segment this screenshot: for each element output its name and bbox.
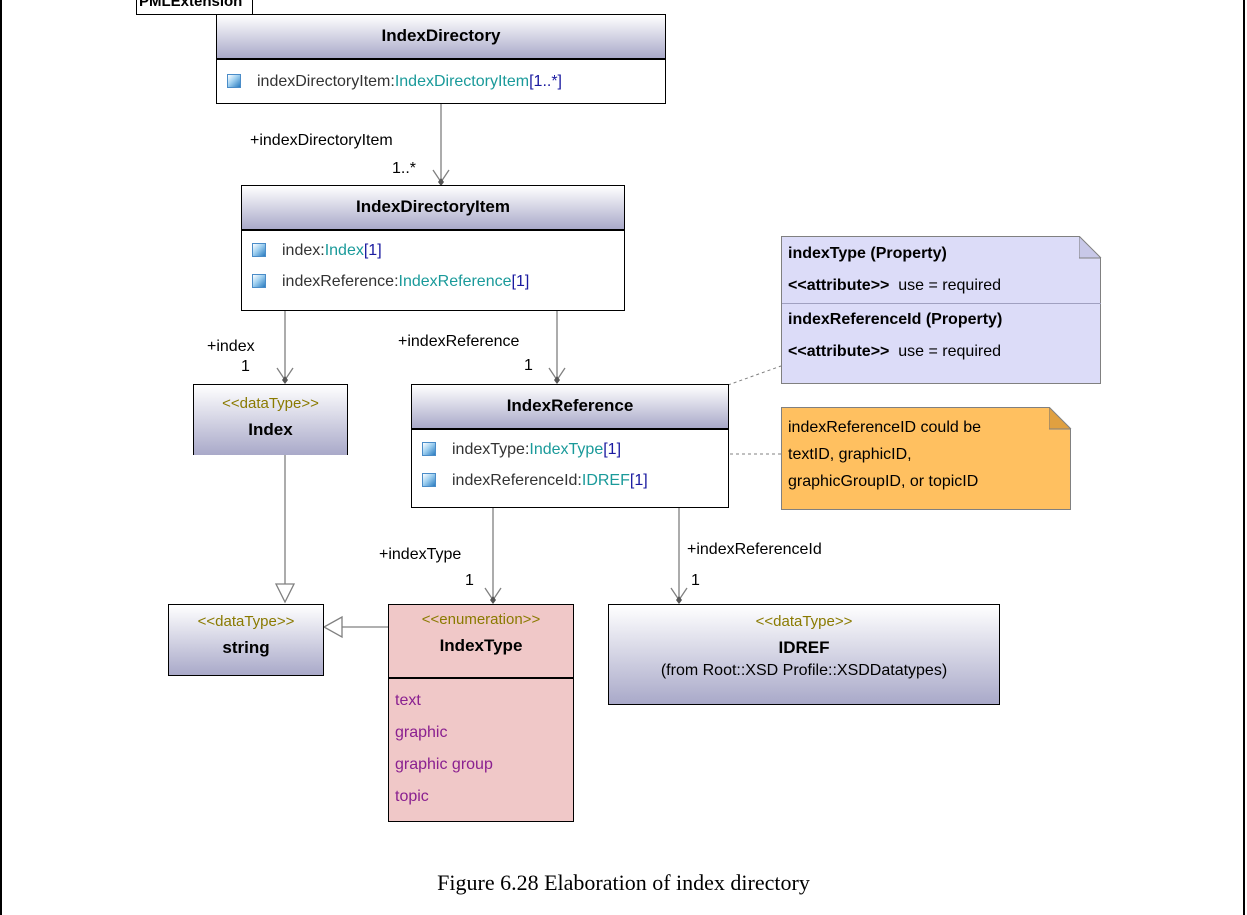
triangle-type-string [322, 615, 343, 639]
note-row2-title: indexReferenceId (Property) [788, 311, 1003, 328]
attribute-icon [252, 243, 266, 257]
class-index-directory[interactable]: IndexDirectory indexDirectoryItem:IndexD… [216, 14, 666, 104]
note-line: indexReferenceID could be [788, 419, 982, 436]
attr-mult: [1] [363, 242, 382, 259]
note-row2-value: use = required [898, 343, 1001, 360]
role-label: +indexDirectoryItem [250, 132, 393, 149]
multiplicity-label: 1 [691, 572, 700, 589]
class-header: <<dataType>> Index [194, 385, 347, 455]
multiplicity-label: 1 [241, 358, 250, 375]
note-properties-fold [1079, 236, 1102, 259]
figure-caption: Figure 6.28 Elaboration of index directo… [437, 870, 810, 895]
enum-literal: topic [395, 788, 429, 805]
attribute-row: index:Index[1] [252, 235, 624, 266]
note-row1-value: use = required [898, 277, 1001, 294]
stereotype: <<enumeration>> [421, 611, 541, 628]
note-divider [782, 303, 1101, 304]
note-line: textID, graphicID, [788, 446, 912, 463]
attr-name: index [282, 242, 321, 259]
class-header: IndexReference [412, 385, 728, 430]
attribute-row: indexReferenceId:IDREF[1] [422, 465, 728, 496]
class-index-type[interactable]: <<enumeration>> IndexType text graphic g… [388, 604, 574, 822]
attr-type: IndexDirectoryItem [394, 73, 530, 90]
class-index-directory-item[interactable]: IndexDirectoryItem index:Index[1] indexR… [241, 185, 625, 311]
multiplicity-label: 1 [465, 572, 474, 589]
class-header: IndexDirectoryItem [242, 186, 624, 231]
class-header: <<dataType>> IDREF (from Root::XSD Profi… [609, 605, 999, 704]
attr-name: indexDirectoryItem [257, 73, 391, 90]
multiplicity-label: 1..* [392, 160, 417, 177]
class-name: Index [248, 420, 293, 439]
class-index[interactable]: <<dataType>> Index [193, 384, 348, 455]
package-tab: PMLExtension [136, 0, 254, 15]
class-header: <<enumeration>> IndexType [389, 605, 573, 679]
attribute-icon [422, 473, 436, 487]
attribute-row: indexType:IndexType[1] [422, 434, 728, 465]
class-header: IndexDirectory [217, 15, 665, 60]
note-row2-tag: <<attribute>> [788, 343, 890, 360]
attribute-icon [422, 442, 436, 456]
note-comment[interactable]: indexReferenceID could be textID, graphi… [781, 407, 1071, 510]
enum-literal: graphic [395, 724, 448, 741]
diamond-item [438, 178, 444, 186]
attr-mult: [1] [629, 472, 648, 489]
attr-name: indexType [452, 441, 525, 458]
class-origin: (from Root::XSD Profile::XSDDatatypes) [660, 662, 948, 679]
attr-type: IDREF [581, 472, 630, 489]
attribute-row: indexDirectoryItem:IndexDirectoryItem[1.… [227, 66, 665, 97]
attribute-icon [252, 274, 266, 288]
class-name: string [222, 638, 270, 657]
attr-name: indexReferenceId [452, 472, 578, 489]
attribute-row: indexReference:IndexReference[1] [252, 266, 624, 297]
multiplicity-label: 1 [524, 357, 533, 374]
class-header: <<dataType>> string [169, 605, 323, 675]
enum-literal: graphic group [395, 756, 493, 773]
stereotype: <<dataType>> [197, 613, 295, 630]
class-name: IDREF [778, 638, 830, 657]
attr-name: indexReference [282, 273, 395, 290]
attr-mult: [1] [603, 441, 622, 458]
attr-type: IndexType [529, 441, 604, 458]
class-idref[interactable]: <<dataType>> IDREF (from Root::XSD Profi… [608, 604, 1000, 705]
triangle-index-string [274, 583, 296, 604]
role-label: +index [207, 338, 255, 355]
diamond-type [490, 596, 496, 604]
stereotype: <<dataType>> [222, 395, 319, 412]
role-label: +indexReference [398, 333, 520, 350]
note-anchor-property [727, 365, 782, 386]
attribute-icon [227, 74, 241, 88]
attr-type: Index [324, 242, 364, 259]
attr-mult: [1..*] [529, 73, 562, 90]
role-label: +indexReferenceId [687, 541, 822, 558]
class-name: IndexDirectory [381, 26, 501, 45]
note-row1-tag: <<attribute>> [788, 277, 890, 294]
note-properties[interactable]: indexType (Property) <<attribute>> use =… [781, 236, 1101, 384]
class-name: IndexDirectoryItem [356, 197, 510, 216]
attr-mult: [1] [511, 273, 530, 290]
diamond-index [282, 376, 288, 384]
diamond-idref [676, 596, 682, 604]
role-label: +indexType [379, 546, 462, 563]
class-index-reference[interactable]: IndexReference indexType:IndexType[1] in… [411, 384, 729, 508]
attr-type: IndexReference [398, 273, 512, 290]
enum-literal: text [395, 692, 421, 709]
note-line: graphicGroupID, or topicID [788, 473, 979, 490]
class-name: IndexReference [506, 396, 634, 415]
class-string[interactable]: <<dataType>> string [168, 604, 324, 676]
class-name: IndexType [439, 636, 523, 655]
diamond-ref [554, 376, 560, 384]
note-row1-title: indexType (Property) [788, 245, 947, 262]
stereotype: <<dataType>> [755, 613, 853, 630]
note-comment-fold [1049, 407, 1072, 430]
